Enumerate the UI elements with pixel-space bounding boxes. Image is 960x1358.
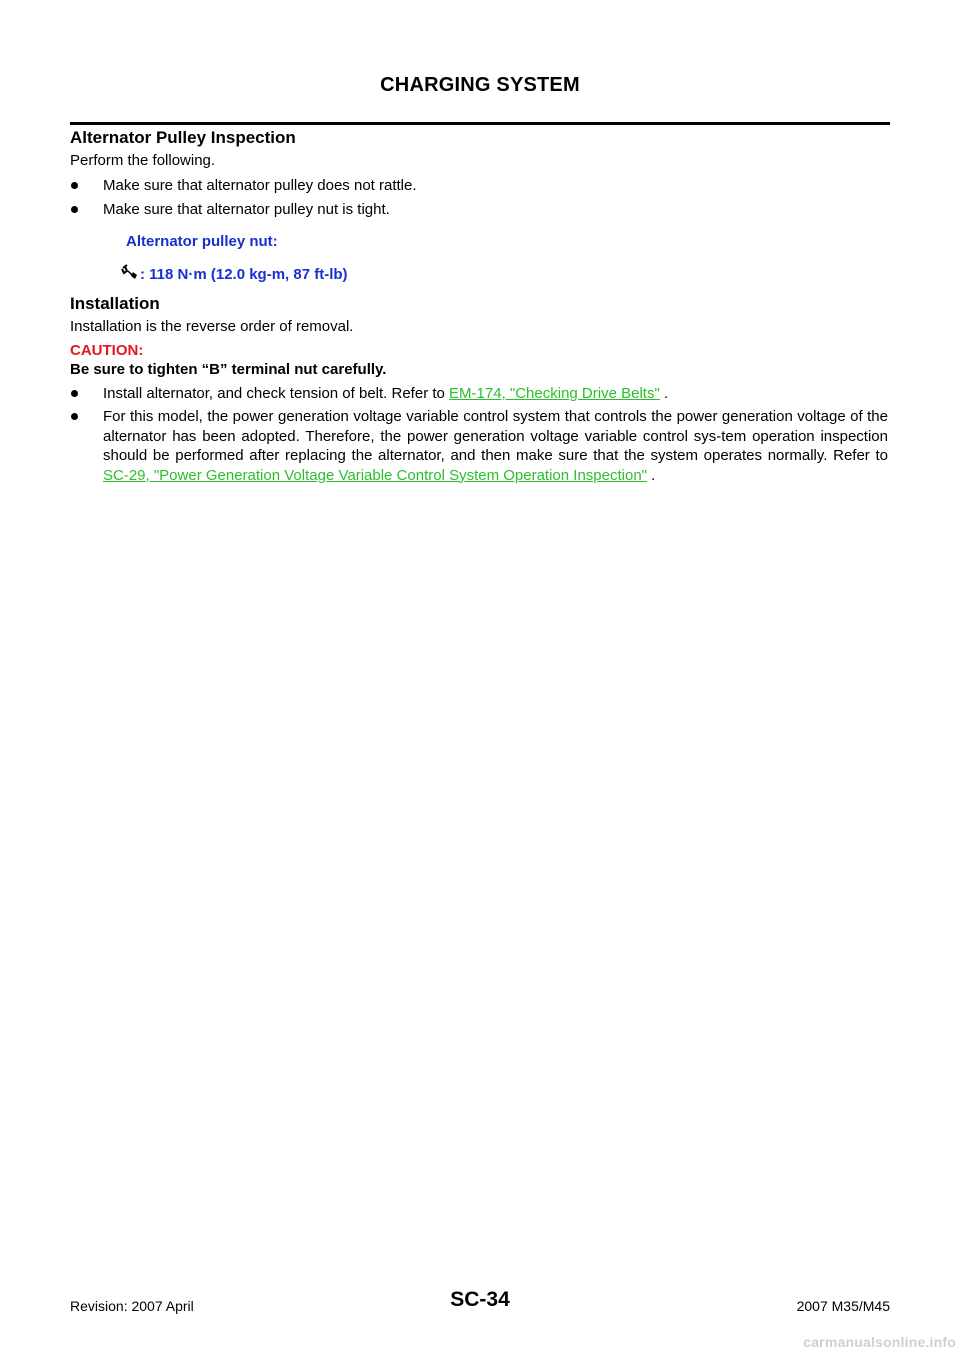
list-item-text: Make sure that alternator pulley does no…	[103, 177, 417, 194]
torque-value: : 118 N·m (12.0 kg-m, 87 ft-lb)	[140, 266, 348, 283]
list-item-text-body: For this model, the power generation vol…	[103, 408, 888, 464]
section-heading-installation: Installation	[70, 294, 160, 313]
bullet-dot-icon	[71, 182, 78, 189]
caution-text: Be sure to tighten “B” terminal nut care…	[70, 361, 387, 378]
link-em-174-checking-drive-belts[interactable]: EM-174, "Checking Drive Belts"	[449, 385, 660, 402]
page-title: CHARGING SYSTEM	[380, 74, 580, 96]
list-item-text-suffix: .	[647, 466, 656, 484]
watermark: carmanualsonline.info	[803, 1334, 956, 1350]
page-number: SC-34	[450, 1288, 510, 1311]
list-item: Install alternator, and check tension of…	[70, 384, 888, 404]
pulley-intro-text: Perform the following.	[70, 152, 216, 169]
bullet-dot-icon	[71, 390, 78, 397]
caution-label: CAUTION:	[70, 342, 144, 359]
bullet-dot-icon	[71, 206, 78, 213]
list-item: For this model, the power generation vol…	[70, 407, 888, 485]
list-item-text: For this model, the power generation vol…	[103, 407, 888, 485]
list-item-text-body: Install alternator, and check tension of…	[103, 385, 450, 402]
spec-label: Alternator pulley nut:	[126, 233, 278, 250]
list-item-text: Make sure that alternator pulley nut is …	[103, 201, 390, 218]
section-heading-pulley-inspection: Alternator Pulley Inspection	[70, 128, 296, 147]
list-item: Make sure that alternator pulley nut is …	[70, 200, 888, 220]
torque-spec: : 118 N·m (12.0 kg-m, 87 ft-lb)	[120, 262, 348, 283]
link-sc-29-power-generation-inspection[interactable]: SC-29, "Power Generation Voltage Variabl…	[103, 466, 647, 484]
list-item: Make sure that alternator pulley does no…	[70, 176, 888, 196]
footer-revision: Revision: 2007 April	[70, 1298, 194, 1314]
title-rule	[70, 122, 890, 125]
bullet-dot-icon	[71, 413, 78, 420]
installation-intro-text: Installation is the reverse order of rem…	[70, 318, 354, 335]
torque-wrench-icon	[121, 264, 137, 279]
list-item-text: Install alternator, and check tension of…	[103, 384, 888, 404]
footer-model: 2007 M35/M45	[796, 1298, 890, 1314]
list-item-text-suffix: .	[659, 385, 669, 402]
